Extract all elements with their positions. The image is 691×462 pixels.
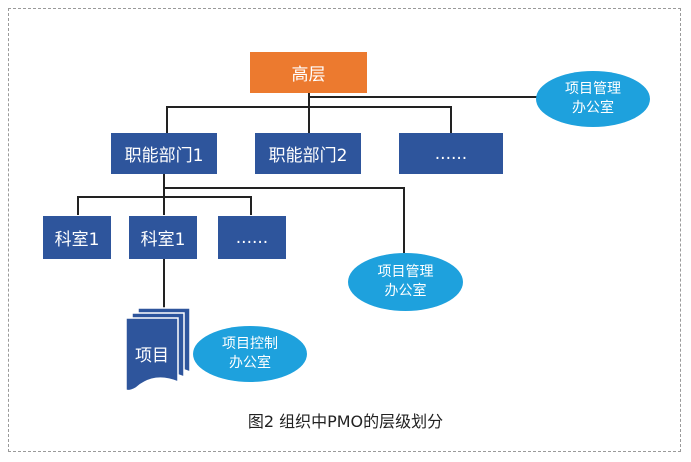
pco-line2: 办公室 <box>229 355 271 371</box>
pmo-mid-line1: 项目管理 <box>377 264 434 280</box>
pmo-mid-line2: 办公室 <box>384 283 427 299</box>
pmo-top-line2: 办公室 <box>572 100 614 116</box>
section-box-3: ...... <box>218 216 286 259</box>
pmo-mid-ellipse: 项目管理 办公室 <box>348 253 463 311</box>
department-box-1: 职能部门1 <box>111 133 217 174</box>
department-label-1: 职能部门1 <box>124 146 204 166</box>
department-label-2: 职能部门2 <box>268 146 348 166</box>
pco-ellipse: 项目控制 办公室 <box>193 326 307 382</box>
section-box-2: 科室1 <box>129 216 197 259</box>
pmo-top-line1: 项目管理 <box>565 81 621 97</box>
diagram-frame <box>8 8 681 452</box>
top-management-box: 高层 <box>250 52 367 93</box>
section-label-3: ...... <box>235 227 269 248</box>
project-label-box: 项目 <box>126 335 178 371</box>
section-box-1: 科室1 <box>43 216 111 259</box>
project-label: 项目 <box>135 345 169 366</box>
figure-caption: 图2 组织中PMO的层级划分 <box>247 412 444 431</box>
pmo-top-ellipse: 项目管理 办公室 <box>536 71 650 127</box>
top-management-label: 高层 <box>291 65 326 85</box>
department-box-2: 职能部门2 <box>255 133 361 174</box>
department-label-3: ...... <box>434 143 468 164</box>
section-label-2: 科室1 <box>140 230 186 250</box>
section-label-1: 科室1 <box>54 230 100 250</box>
pco-line1: 项目控制 <box>222 336 278 352</box>
department-box-3: ...... <box>399 133 503 174</box>
